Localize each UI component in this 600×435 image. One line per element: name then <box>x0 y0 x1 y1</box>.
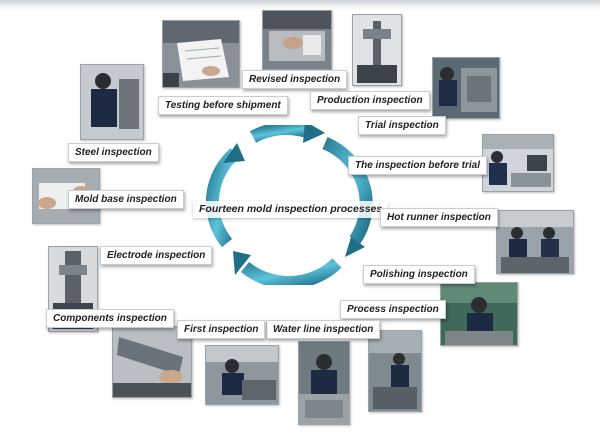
cycle-arrowheads <box>223 125 365 275</box>
label-water-line: Water line inspection <box>266 320 381 339</box>
label-process: Process inspection <box>340 300 446 319</box>
cycle-arrows <box>205 125 373 285</box>
label-trial-inspection: Trial inspection <box>358 116 446 135</box>
photo-production-inspection <box>352 14 402 86</box>
photo-steel-inspection <box>80 64 144 140</box>
label-steel-inspection: Steel inspection <box>68 143 159 162</box>
photo-polishing <box>440 282 518 346</box>
label-components: Components inspection <box>46 309 174 328</box>
label-first-inspection: First inspection <box>177 320 266 339</box>
label-testing-before-shipment: Testing before shipment <box>158 96 288 115</box>
photo-first-inspection <box>205 345 279 405</box>
label-before-trial: The inspection before trial <box>348 156 488 175</box>
photo-testing-before-shipment <box>162 20 240 88</box>
diagram-title: Fourteen mold inspection processes <box>193 201 389 218</box>
photo-revised-inspection <box>262 10 332 70</box>
label-electrode: Electrode inspection <box>100 246 213 265</box>
photo-before-trial <box>482 134 554 192</box>
photo-trial-inspection <box>432 57 500 119</box>
label-revised-inspection: Revised inspection <box>242 70 348 89</box>
label-production-inspection: Production inspection <box>310 91 430 110</box>
photo-process <box>368 330 422 412</box>
label-polishing: Polishing inspection <box>363 265 475 284</box>
label-hot-runner: Hot runner inspection <box>380 208 498 227</box>
photo-hot-runner <box>496 210 574 274</box>
label-mold-base: Mold base inspection <box>68 190 184 209</box>
photo-water-line <box>298 341 350 425</box>
top-gradient-bar <box>0 0 600 10</box>
